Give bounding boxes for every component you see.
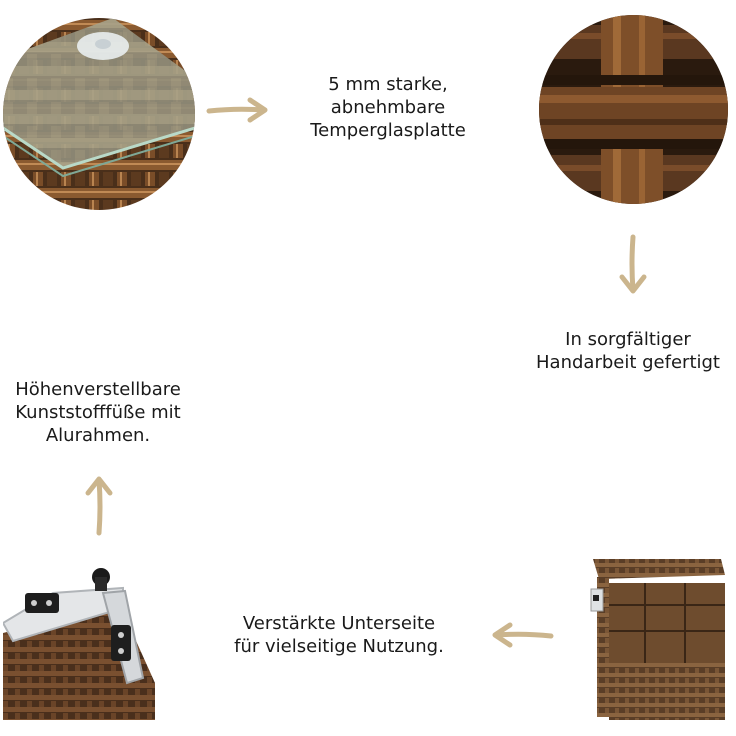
glass-label-line-2: abnehmbare	[330, 97, 446, 118]
glass-label-line-3: Temperglasplatte	[310, 120, 466, 141]
glass-plate-label: 5 mm starke, abnehmbare Temperglasplatte	[288, 73, 488, 142]
feet-label-line-2: Kunststofffüße mit	[15, 402, 181, 423]
arrow-down-icon	[618, 234, 648, 296]
underside-label: Verstärkte Unterseite für vielseitige Nu…	[214, 612, 464, 658]
arrow-left-icon	[490, 622, 554, 648]
underside-photo	[585, 553, 725, 720]
glass-rattan-photo	[3, 18, 195, 210]
feet-label: Höhenverstellbare Kunststofffüße mit Alu…	[0, 378, 196, 447]
glass-label-line-1: 5 mm starke,	[328, 74, 448, 95]
feet-label-line-1: Höhenverstellbare	[15, 379, 181, 400]
handmade-label: In sorgfältiger Handarbeit gefertigt	[520, 328, 736, 374]
arrow-up-icon	[84, 474, 114, 536]
underside-label-line-2: für vielseitige Nutzung.	[234, 636, 444, 657]
rattan-weave-photo	[539, 15, 728, 204]
feet-label-line-3: Alurahmen.	[45, 425, 151, 446]
handmade-label-line-1: In sorgfältiger	[565, 329, 691, 350]
feet-frame-photo	[3, 563, 155, 720]
underside-label-line-1: Verstärkte Unterseite	[242, 613, 436, 634]
handmade-label-line-2: Handarbeit gefertigt	[536, 352, 720, 373]
arrow-right-icon	[206, 97, 270, 123]
